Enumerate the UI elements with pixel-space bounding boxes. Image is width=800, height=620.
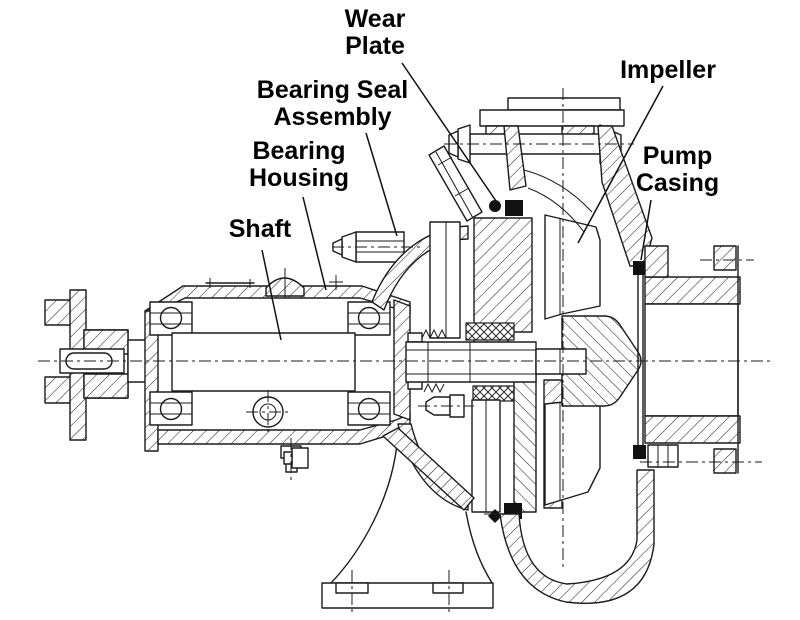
leader-lines	[261, 62, 664, 341]
pump-casing-part	[448, 97, 655, 604]
label-line: Impeller	[620, 56, 716, 84]
label-line: Assembly	[273, 103, 392, 131]
label-wear-plate: Wear Plate	[300, 6, 450, 60]
stuffing-box	[421, 145, 563, 523]
bearing-top-left	[149, 301, 193, 336]
o-ring	[633, 261, 646, 275]
leader-impeller	[577, 85, 664, 244]
pedestal	[283, 427, 494, 609]
ball-bearing	[357, 397, 381, 421]
leader-pump-casing	[640, 199, 652, 261]
suction-pipe	[644, 303, 739, 417]
seal-ring	[489, 200, 501, 212]
ball-bearing	[357, 306, 381, 330]
casing-bolt	[469, 133, 601, 155]
label-bearing-housing: Bearing Housing	[214, 138, 384, 192]
ball-bearing	[159, 397, 183, 421]
ball-bearing	[159, 306, 183, 330]
leader-wear-plate	[401, 62, 497, 202]
label-line: Casing	[635, 169, 720, 197]
flange-bolt-tab	[713, 448, 737, 474]
bearing-bottom-right	[347, 391, 391, 426]
leader-bearing-seal-assembly	[365, 132, 398, 237]
label-line: Wear	[344, 5, 406, 33]
label-line: Bearing	[252, 137, 346, 165]
seal-ring	[488, 509, 502, 523]
seal-ring	[505, 200, 523, 216]
label-shaft: Shaft	[205, 216, 315, 243]
label-line: Shaft	[228, 215, 292, 243]
label-line: Housing	[249, 164, 349, 192]
flush-pipe	[428, 145, 483, 222]
coupling-hub	[44, 289, 129, 441]
label-impeller: Impeller	[600, 57, 736, 84]
shaft-right	[405, 332, 587, 390]
bearing-bottom-left	[149, 391, 193, 426]
label-pump-casing: Pump Casing	[600, 143, 755, 197]
flange-bolt-tab	[713, 245, 737, 271]
o-ring	[633, 445, 646, 459]
centerlines	[38, 88, 772, 616]
leader-shaft	[261, 249, 282, 341]
suction-flange	[644, 245, 741, 474]
packing-rings	[472, 385, 517, 402]
label-line: Plate	[345, 32, 405, 60]
leader-bearing-housing	[302, 196, 327, 291]
pedestal-strut	[382, 427, 475, 511]
label-line: Pump	[642, 142, 713, 170]
volute-bottom	[499, 469, 655, 604]
shaft-body	[171, 332, 356, 392]
discharge-flange	[507, 97, 621, 111]
packing-rings	[465, 322, 515, 341]
label-line: Bearing Seal	[256, 76, 409, 104]
label-bearing-seal-assembly: Bearing Seal Assembly	[235, 77, 430, 131]
